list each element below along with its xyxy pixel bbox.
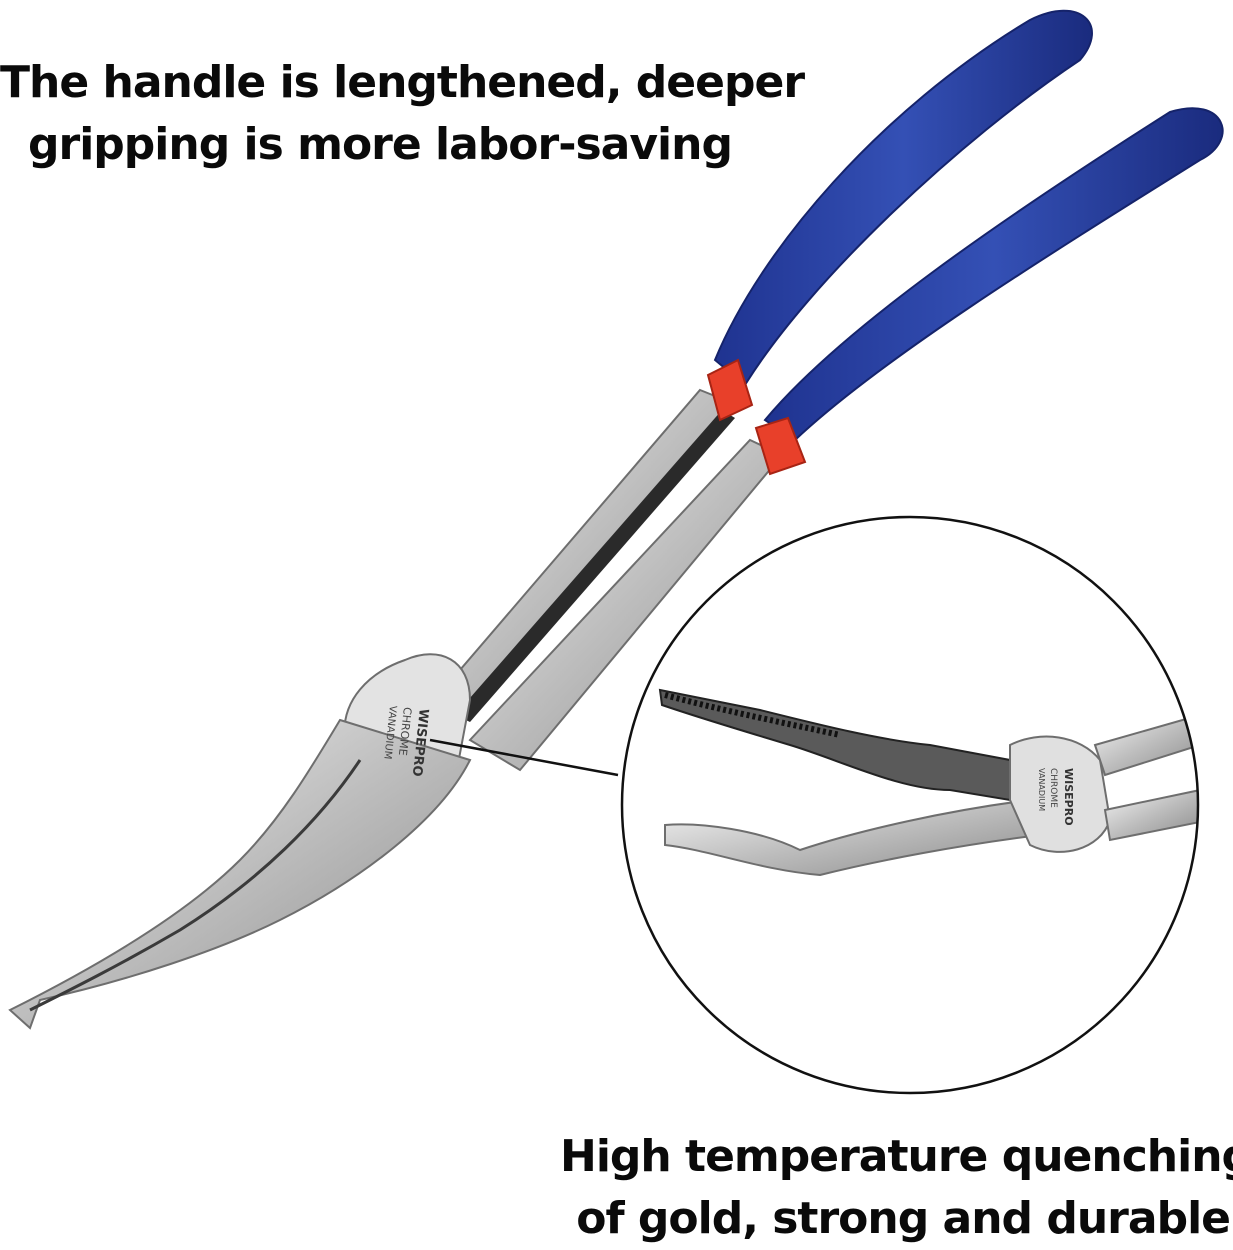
zoom-lower-shaft [1103, 788, 1198, 842]
pliers-left-collar [706, 358, 754, 422]
pliers-right-collar [754, 416, 807, 476]
pliers-nose [8, 718, 472, 1030]
headline-line-2: gripping is more labor-saving [28, 119, 733, 170]
pliers-right-grip [763, 107, 1224, 442]
pliers-nose-seam [29, 759, 362, 1012]
pliers-left-grip [713, 9, 1093, 387]
quenching-line-2: of gold, strong and durable [576, 1193, 1231, 1244]
quenching-line-1: High temperature quenching [560, 1131, 1233, 1182]
svg-text:VANADIUM: VANADIUM [1037, 768, 1046, 811]
svg-text:WISEPRO: WISEPRO [1062, 768, 1075, 826]
callout-leader-line [429, 738, 619, 777]
pliers: WISEPRO CHROME VANADIUM [8, 9, 1224, 1030]
zoom-stamp: WISEPRO CHROME VANADIUM [1037, 768, 1075, 826]
pliers-shaft-gap [455, 410, 735, 722]
stamp-chrome: CHROME [396, 706, 414, 756]
headline-quenching: High temperature quenching of gold, stro… [560, 1126, 1233, 1250]
zoom-joint [1009, 735, 1112, 853]
zoom-upper-serration [664, 692, 841, 738]
zoom-circle-border [620, 515, 1200, 1095]
zoom-upper-shaft [1093, 713, 1198, 777]
headline-line-1: The handle is lengthened, deeper [0, 57, 805, 108]
zoom-circle-fill [622, 517, 1198, 1093]
zoom-detail: WISEPRO CHROME VANADIUM [620, 515, 1200, 1095]
headline-handle-lengthened: The handle is lengthened, deeper grippin… [0, 52, 805, 176]
brand-mark: WISEPRO [409, 708, 431, 777]
joint-stamp: WISEPRO CHROME VANADIUM [381, 705, 431, 777]
svg-text:CHROME: CHROME [1048, 768, 1058, 808]
